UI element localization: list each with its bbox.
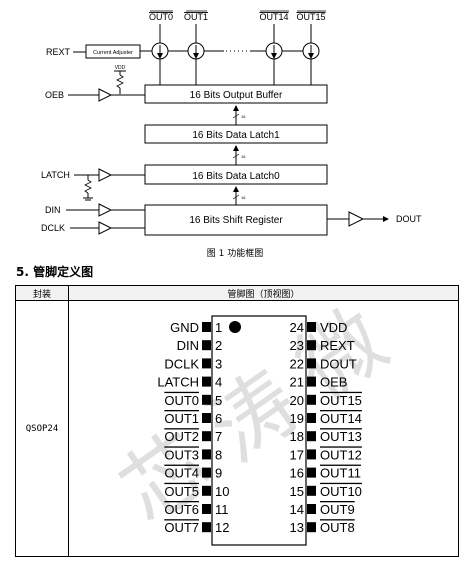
data-latch1-label: 16 Bits Data Latch1 <box>192 130 280 141</box>
bus-width-1: 16 <box>241 114 246 119</box>
figure-caption: 图 1 功能框图 <box>206 249 264 259</box>
output-buffer-label: 16 Bits Output Buffer <box>190 90 283 101</box>
shift-register-block <box>144 204 328 236</box>
dout-label: DOUT <box>396 214 422 224</box>
pin-definition-table: 封装 管脚图（顶视图） QSOP24 <box>15 285 459 557</box>
section-title: 5. 管脚定义图 <box>16 265 94 279</box>
shift-register-label: 16 Bits Shift Register <box>189 215 283 226</box>
dclk-label: DCLK <box>41 223 65 233</box>
latch-label: LATCH <box>41 170 70 180</box>
vdd-label: VDD <box>115 65 126 71</box>
pinout-cell <box>68 300 459 557</box>
din-label: DIN <box>45 205 61 215</box>
bus-width-2: 16 <box>241 154 246 159</box>
header-package: 封装 <box>15 285 69 301</box>
out0-label: OUT0 <box>149 12 173 22</box>
out1-label: OUT1 <box>184 12 208 22</box>
oeb-label: OEB <box>45 90 64 100</box>
data-latch1-block <box>144 124 328 144</box>
rext-label: REXT <box>46 47 71 57</box>
data-latch0-block <box>144 164 328 185</box>
output-stage-out1 <box>187 24 205 85</box>
header-diagram: 管脚图（顶视图） <box>68 285 459 301</box>
bus-width-3: 16 <box>241 195 246 200</box>
out14-label: OUT14 <box>259 12 288 22</box>
output-buffer-block <box>144 84 328 104</box>
output-stage-out0 <box>151 24 169 85</box>
package-name: QSOP24 <box>15 300 69 557</box>
output-stage-out15 <box>302 24 320 85</box>
out15-label: OUT15 <box>296 12 325 22</box>
current-adjuster-label: Current Adjuster <box>93 50 133 56</box>
functional-block-diagram: OUT0 OUT1 OUT14 OUT15 <box>41 10 422 236</box>
output-stage-out14 <box>265 24 283 85</box>
data-latch0-label: 16 Bits Data Latch0 <box>192 171 280 182</box>
